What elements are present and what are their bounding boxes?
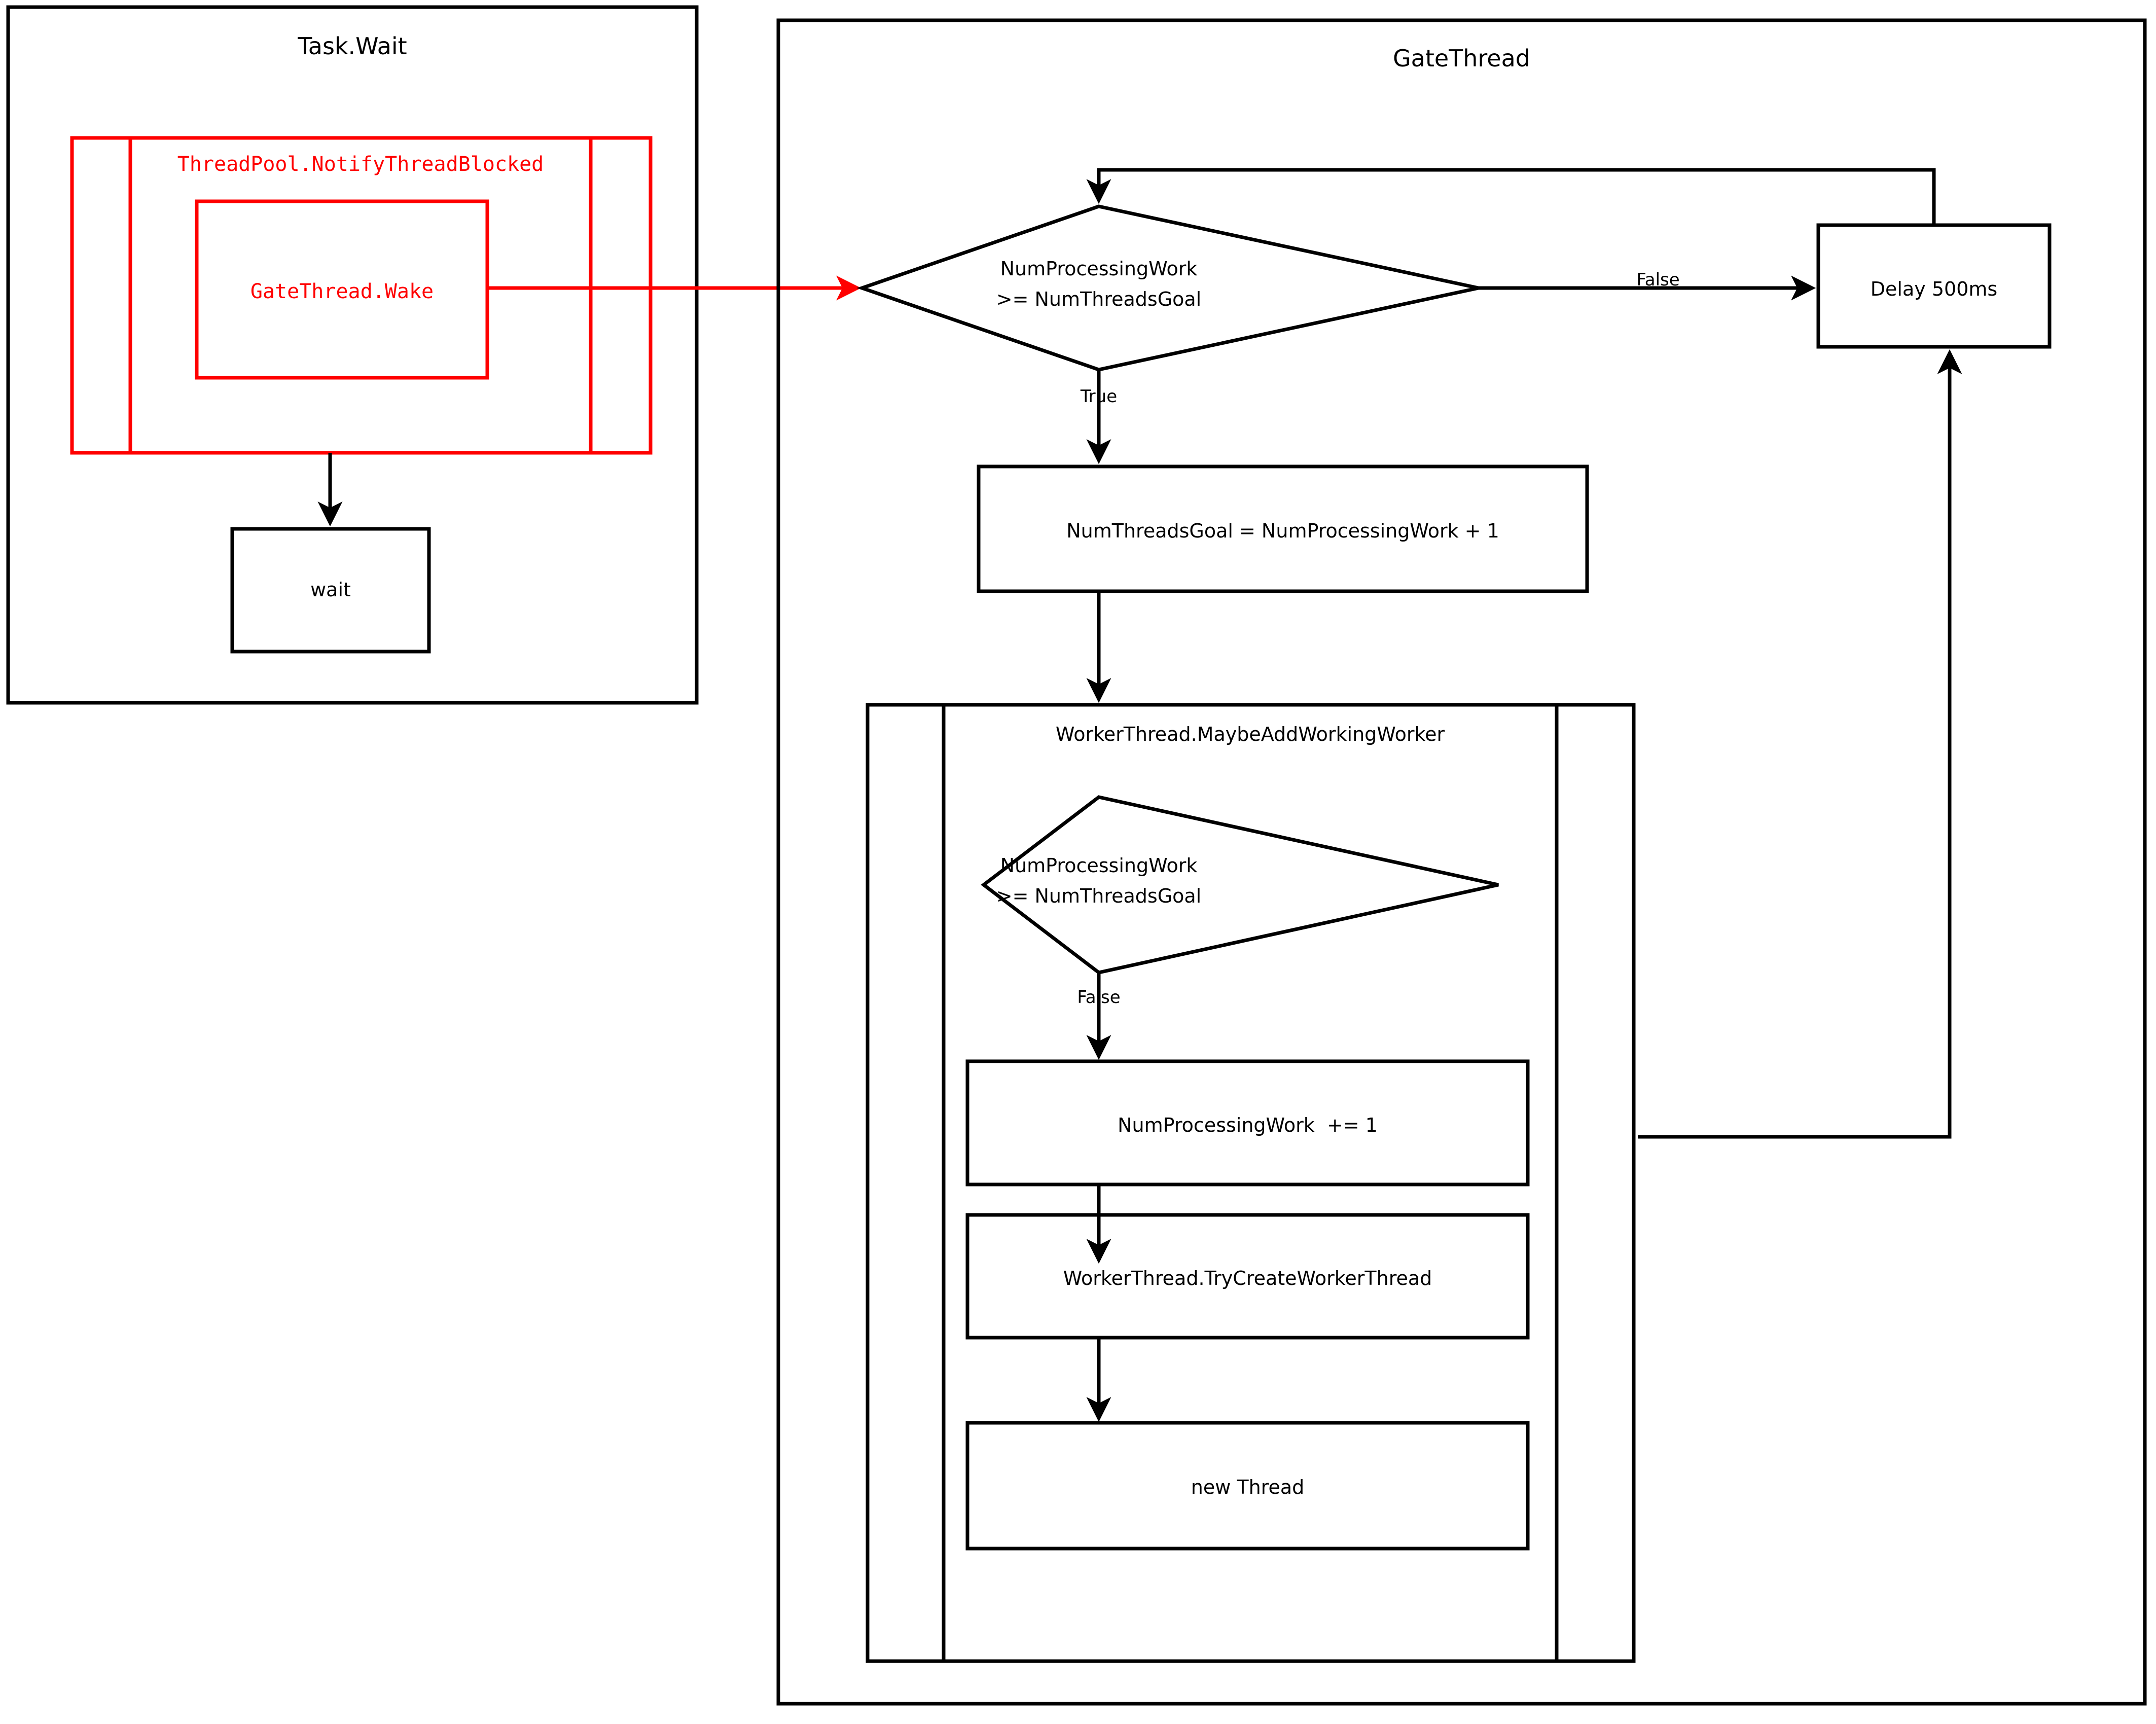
- edge-subprocess-to-delay: [1638, 349, 1962, 1139]
- task-wait-container: [6, 5, 699, 705]
- gatethread-wake-node: [195, 199, 489, 380]
- wait-node: [230, 527, 431, 654]
- try-create-worker-thread-node: [965, 1213, 1530, 1340]
- edge-delay-to-decision: [1086, 168, 1936, 225]
- increment-node: [965, 1059, 1530, 1187]
- delay-node: [1816, 223, 2052, 349]
- maybe-add-working-worker-container: [866, 703, 1636, 1663]
- decision-sub-diamond: [981, 795, 1499, 975]
- decision-top-diamond: [856, 204, 1479, 372]
- gatethread-container: [776, 18, 2147, 1706]
- set-threads-goal-node: [977, 464, 1589, 593]
- notify-thread-blocked-group: [70, 136, 653, 455]
- new-thread-node: [965, 1421, 1530, 1551]
